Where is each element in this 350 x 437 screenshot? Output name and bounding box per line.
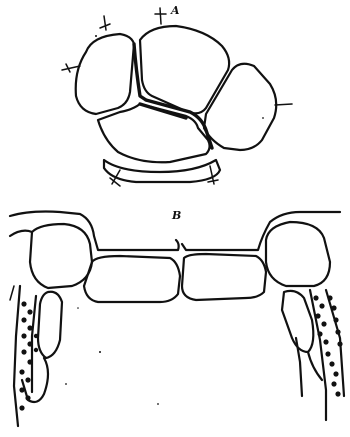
- panel-a-label: A: [171, 5, 180, 16]
- cell-top-middle: [140, 26, 229, 113]
- cell-top-left: [76, 34, 134, 114]
- panel-a-cells: [62, 8, 292, 186]
- cell-b-left-upper: [30, 224, 92, 288]
- panel-b-label: B: [172, 210, 181, 221]
- guard-cell-left: [84, 256, 180, 302]
- cell-b-right-upper: [266, 222, 330, 286]
- guard-cell-right: [182, 254, 266, 300]
- chloroplasts-left: [19, 301, 38, 410]
- panel-b-cells: [10, 212, 344, 427]
- chloroplasts-right: [313, 295, 342, 396]
- cell-right: [204, 64, 276, 150]
- cell-b-left-lower: [38, 292, 62, 358]
